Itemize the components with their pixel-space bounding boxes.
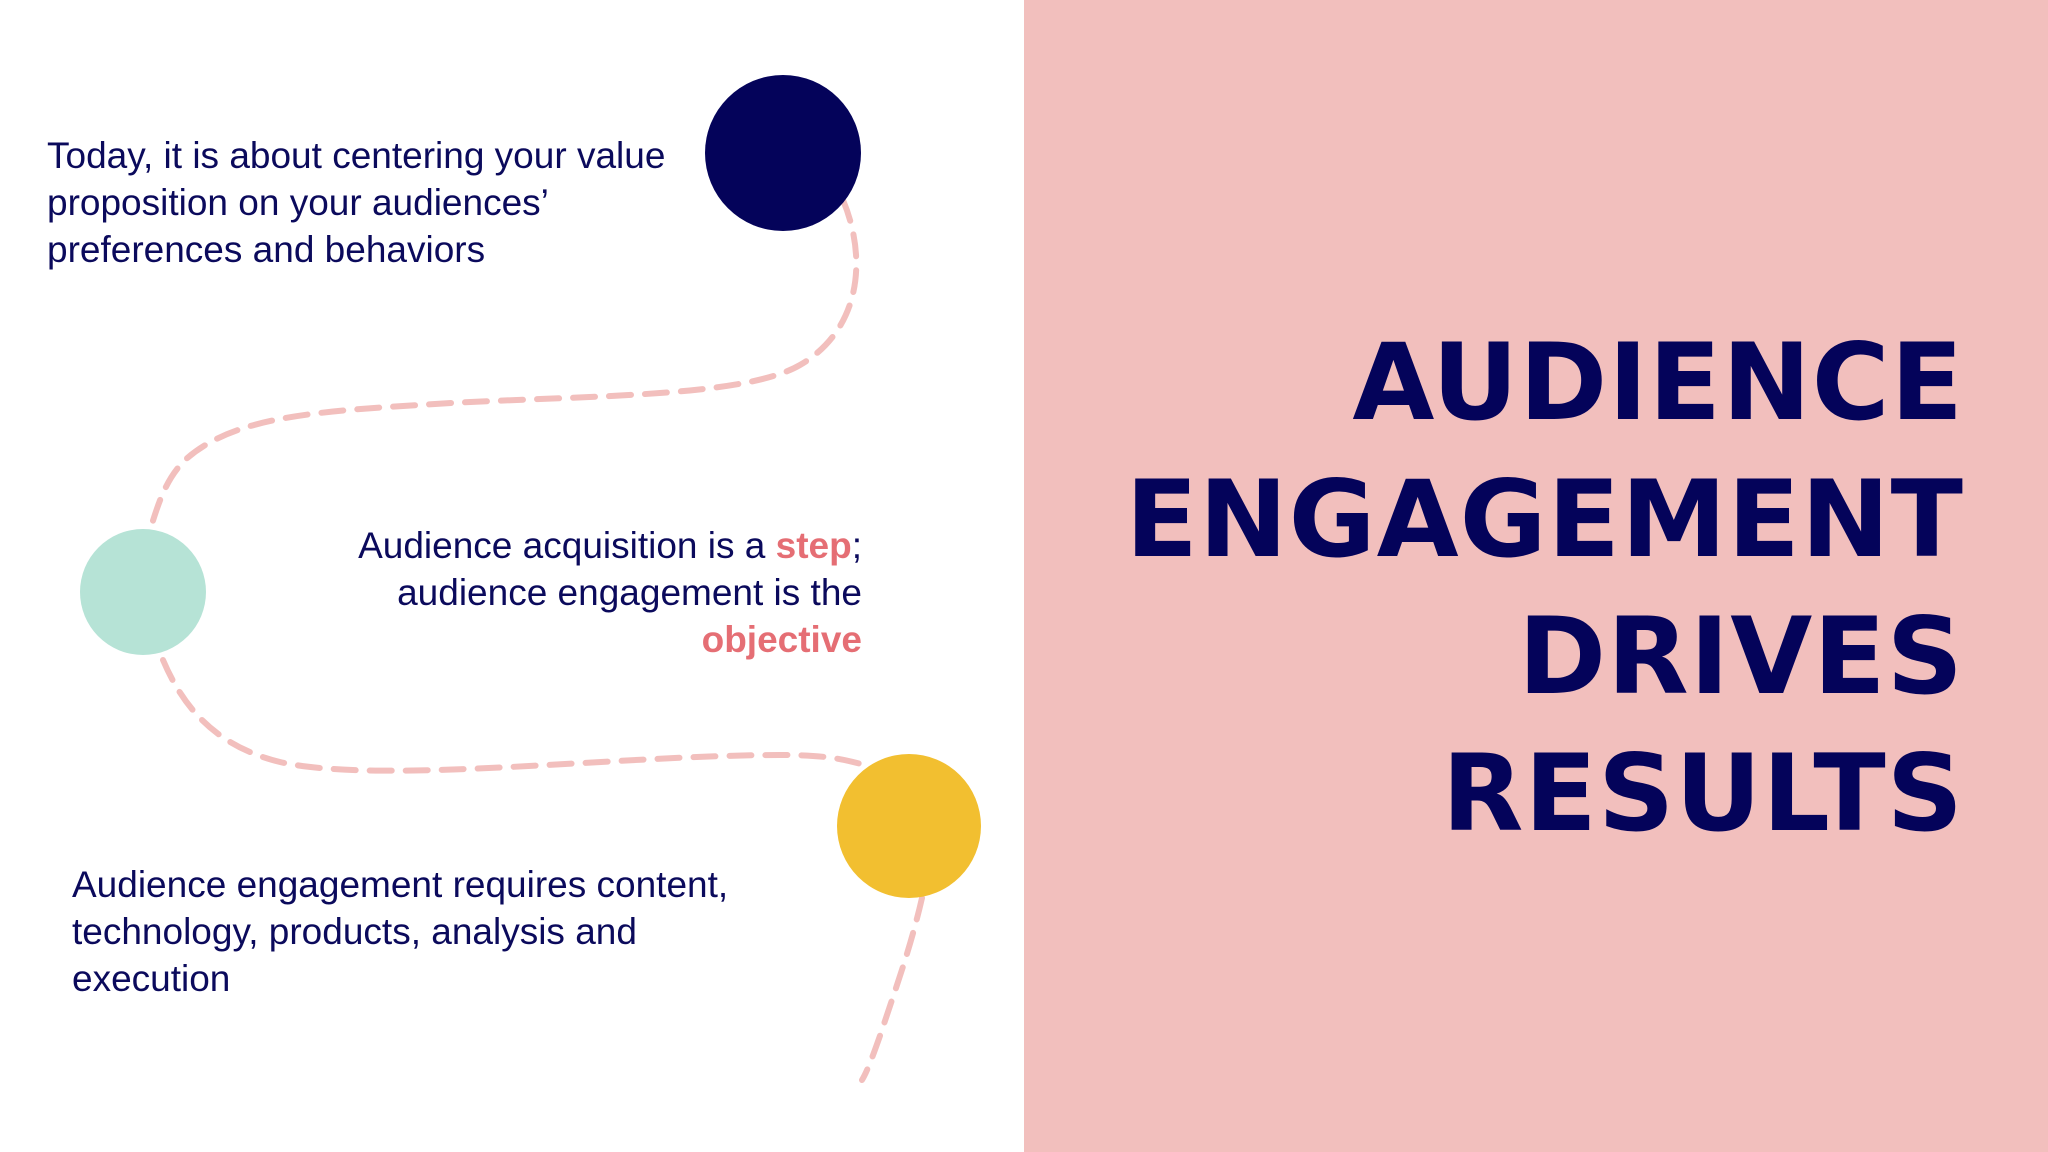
text-two-part1: Audience acquisition is a [358, 525, 776, 566]
headline-line-1: AUDIENCE [1352, 321, 1964, 444]
left-panel: Today, it is about centering your value … [47, 75, 981, 1083]
text-block-one: Today, it is about centering your value … [47, 135, 666, 270]
text-two-part2: ; audience engagement is the [397, 525, 862, 613]
headline-line-3: DRIVES [1518, 595, 1964, 718]
headline-line-4: RESULTS [1441, 732, 1964, 855]
yellow-circle [837, 754, 981, 898]
text-block-two: Audience acquisition is a step; audience… [290, 522, 862, 663]
headline-line-2: ENGAGEMENT [1125, 458, 1964, 581]
mint-circle [80, 529, 206, 655]
navy-circle [705, 75, 861, 231]
text-block-three: Audience engagement requires content, te… [72, 864, 729, 999]
right-panel [1024, 0, 2048, 1152]
dashed-path [147, 197, 925, 1083]
emphasis-objective: objective [701, 619, 862, 660]
headline: AUDIENCE ENGAGEMENT DRIVES RESULTS [1064, 314, 1964, 862]
emphasis-step: step [775, 525, 852, 566]
